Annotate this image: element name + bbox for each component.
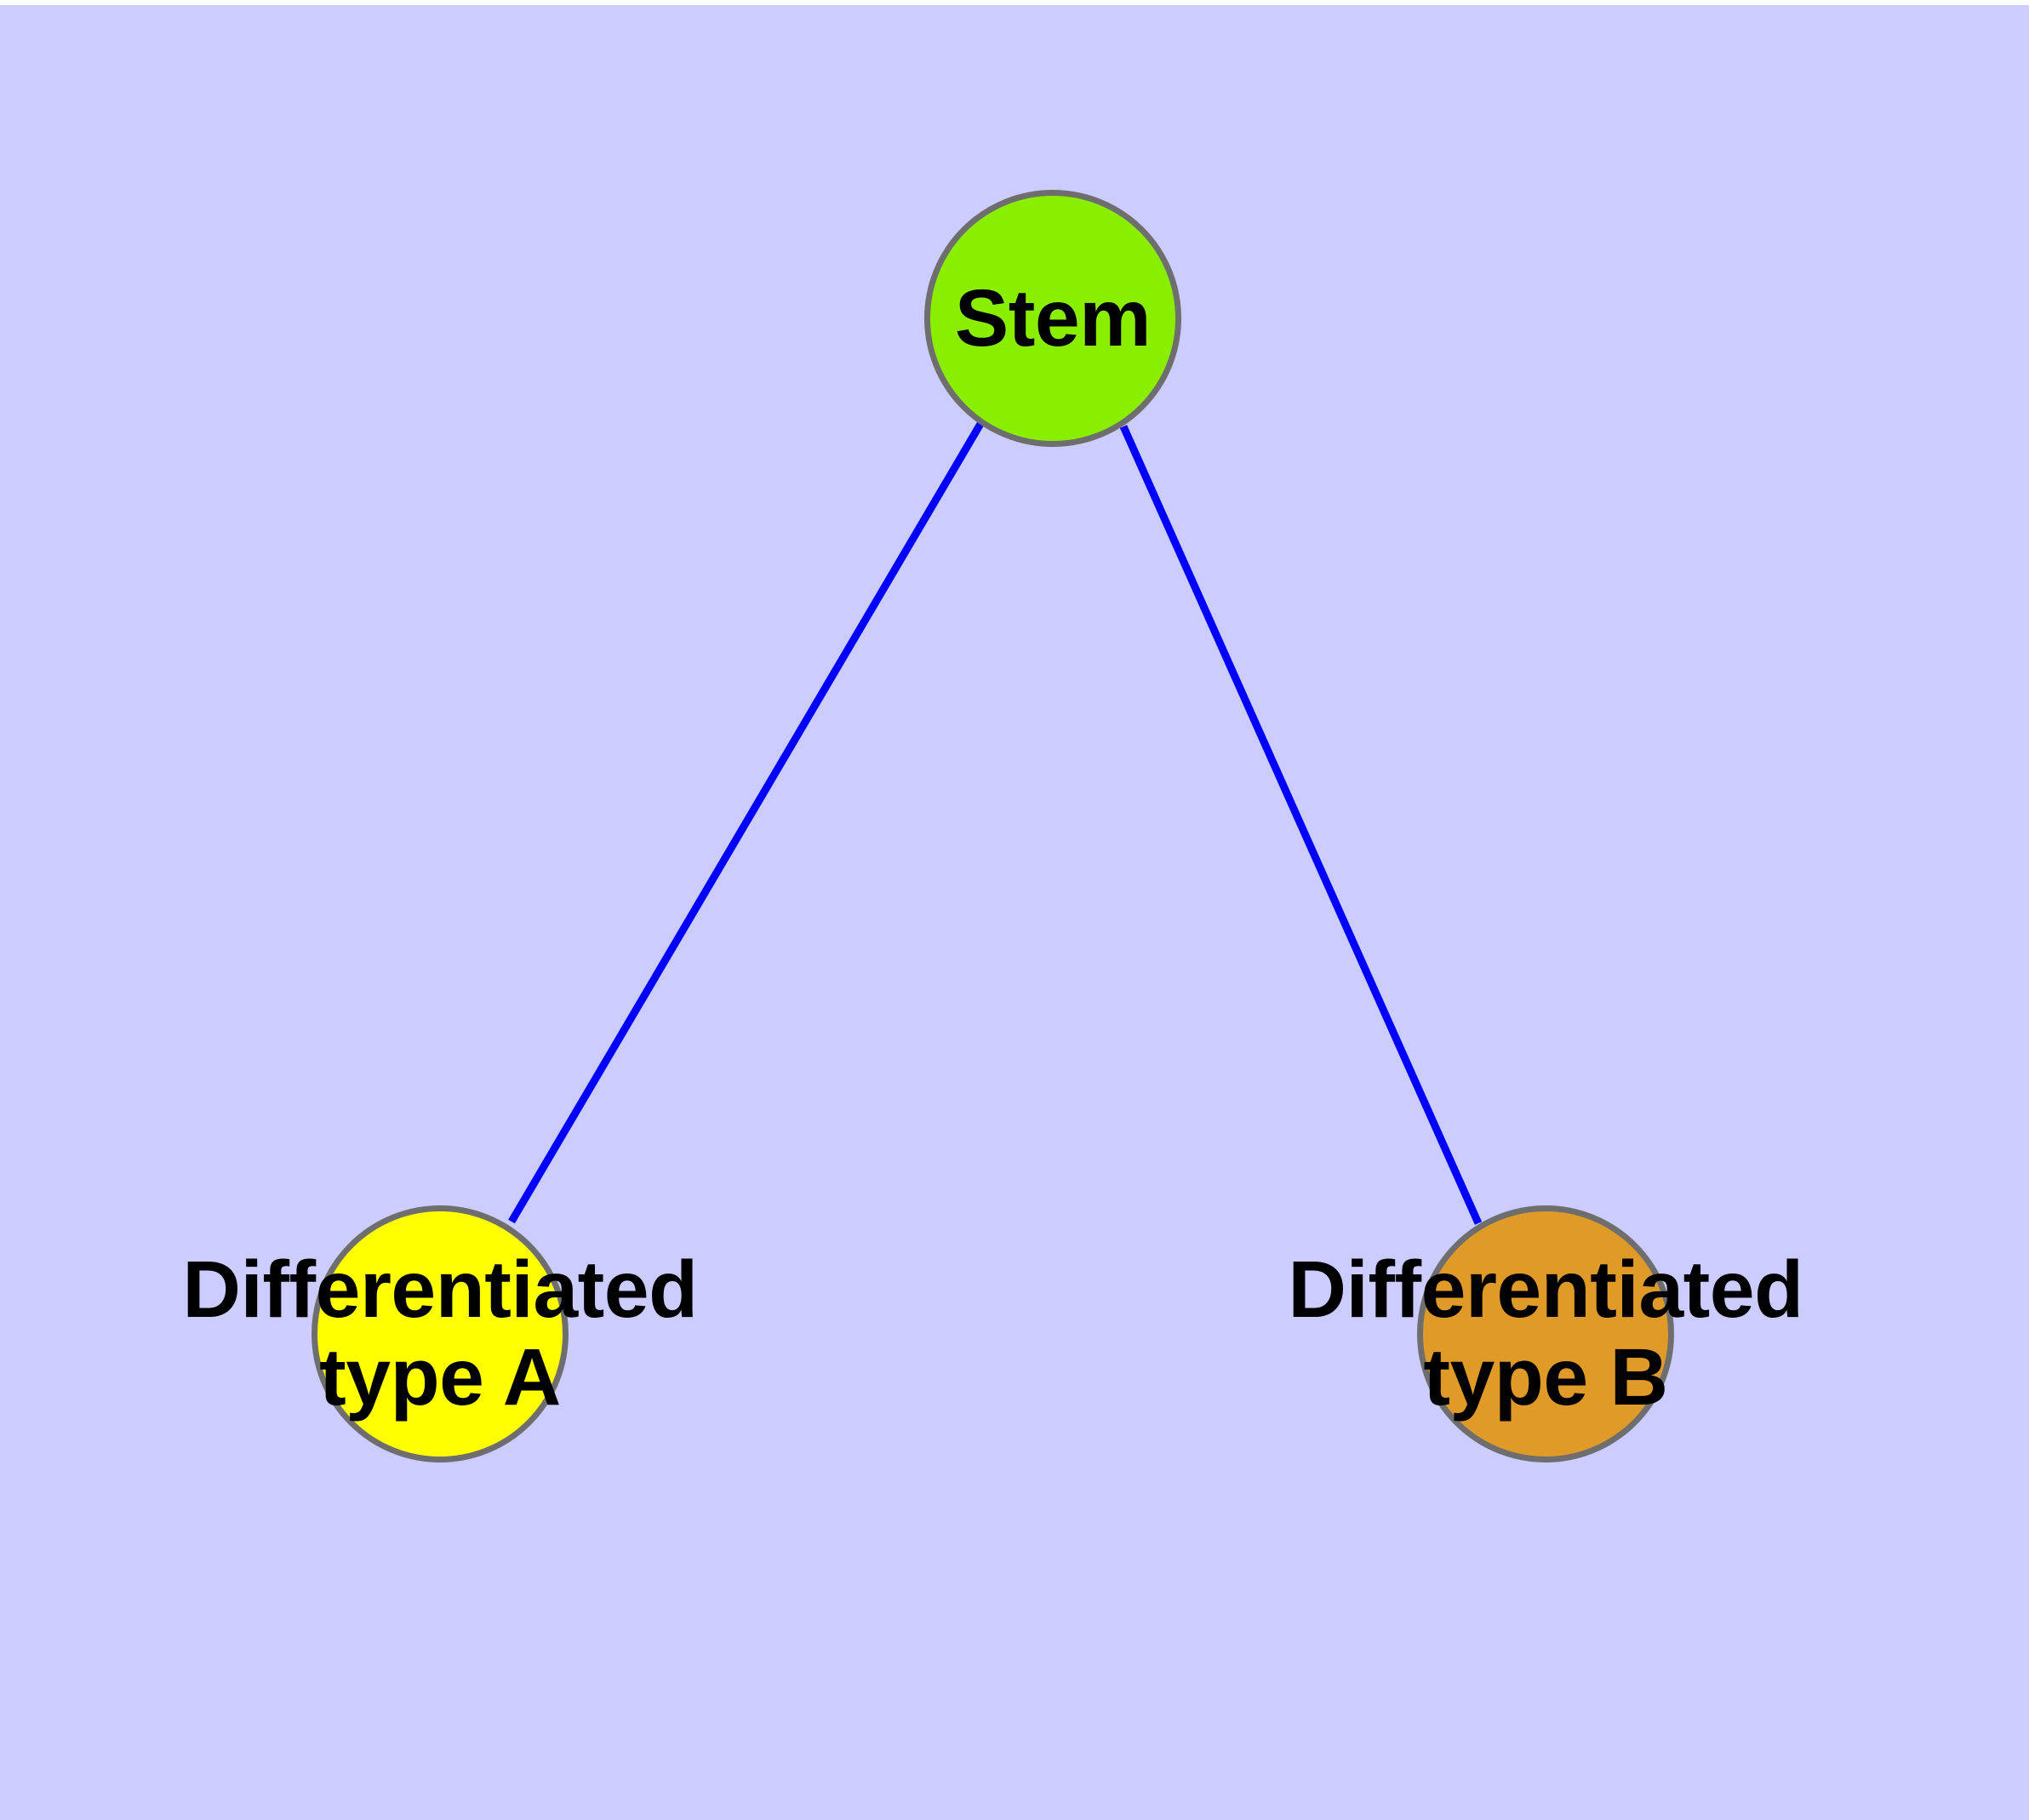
edge-stem-to-differentiated-type-b[interactable] bbox=[1119, 425, 1483, 1225]
node-differentiated-type-a[interactable] bbox=[311, 1205, 569, 1462]
node-stem[interactable] bbox=[924, 190, 1181, 447]
edge-stem-to-differentiated-type-a[interactable] bbox=[508, 421, 984, 1224]
canvas-top-margin bbox=[0, 0, 2029, 5]
node-differentiated-type-b[interactable] bbox=[1417, 1205, 1674, 1462]
